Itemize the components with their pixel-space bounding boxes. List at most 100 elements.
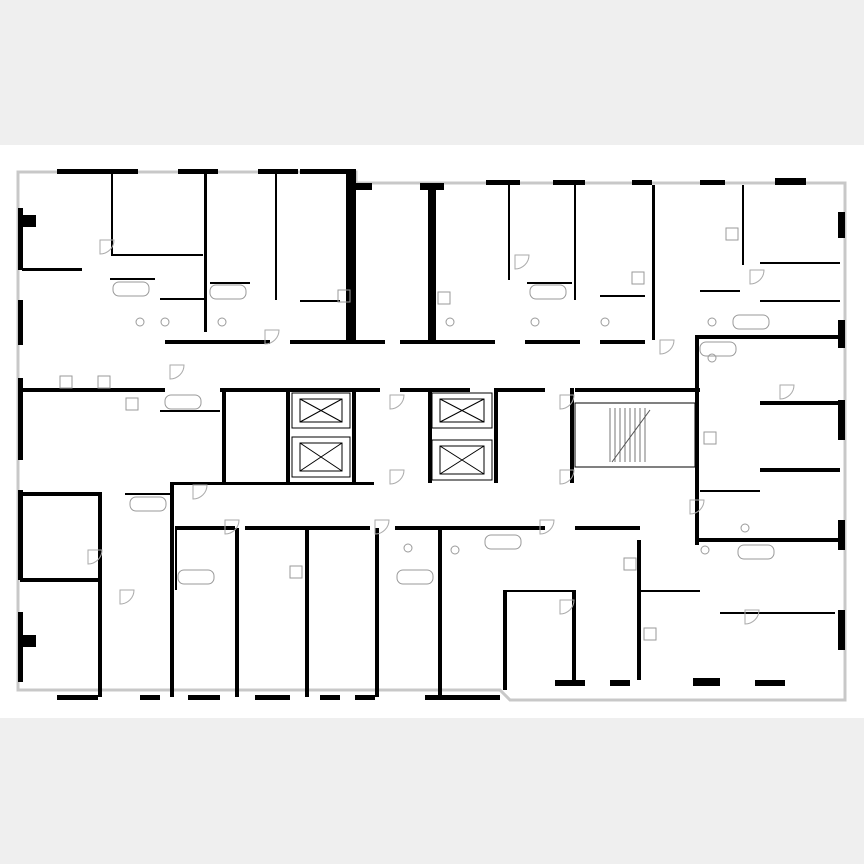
stove-icon [337, 289, 351, 303]
wall [693, 678, 720, 686]
door-swing-icon [192, 484, 208, 500]
wall [400, 340, 495, 344]
wall [503, 590, 507, 690]
stove-icon [631, 271, 645, 285]
door-swing-icon [374, 519, 390, 535]
elevator-shaft [431, 439, 493, 481]
toilet-icon [160, 317, 170, 327]
wall [188, 695, 220, 700]
wall [258, 169, 298, 174]
wall [57, 169, 138, 174]
partition [527, 282, 572, 284]
wall [555, 680, 585, 686]
toilet-icon [445, 317, 455, 327]
wall [486, 180, 520, 185]
wall [20, 388, 165, 392]
wall [255, 695, 290, 700]
wall [220, 388, 380, 392]
wall [320, 695, 340, 700]
wall [760, 401, 840, 405]
wall [305, 528, 309, 697]
wall [494, 388, 498, 483]
wall [346, 169, 356, 342]
wall [760, 468, 840, 472]
bathtub-icon [699, 341, 737, 357]
toilet-icon [530, 317, 540, 327]
stove-icon [703, 431, 717, 445]
wall [838, 610, 845, 650]
bathtub-icon [164, 394, 202, 410]
bathtub-icon [737, 544, 775, 560]
wall [57, 695, 98, 700]
wall [632, 180, 652, 185]
stove-icon [97, 375, 111, 389]
elevator-cross [439, 445, 485, 475]
door-swing-icon [389, 394, 405, 410]
elevator-shaft [431, 392, 493, 429]
bathtub-icon [177, 569, 215, 585]
wall [428, 183, 436, 342]
wall [98, 492, 102, 697]
partition [700, 290, 740, 292]
door-swing-icon [264, 329, 280, 345]
toilet-icon [600, 317, 610, 327]
elevator-shafts [291, 392, 493, 481]
door-swing-icon [559, 469, 575, 485]
elevator-cross [299, 398, 343, 423]
door-swing-icon [514, 254, 530, 270]
wall [695, 538, 845, 542]
partition [760, 262, 840, 264]
wall [495, 388, 545, 392]
elevator-shaft [291, 436, 351, 478]
elevator-cross [299, 442, 343, 472]
bathtub-icon [129, 496, 167, 512]
wall [610, 680, 630, 686]
stove-icon [725, 227, 739, 241]
wall [838, 520, 845, 550]
elevator-cross [439, 398, 485, 423]
elevator-icon [439, 398, 485, 423]
bathtub-icon [529, 284, 567, 300]
elevator-icon [439, 445, 485, 475]
partition [574, 185, 576, 300]
door-swing-icon [87, 549, 103, 565]
wall [175, 526, 235, 530]
partition [160, 298, 205, 300]
stove-icon [437, 291, 451, 305]
wall [174, 482, 374, 485]
bathtub-icon [209, 284, 247, 300]
wall [575, 526, 640, 530]
partition [275, 172, 277, 300]
fixtures [59, 227, 775, 641]
wall [300, 169, 356, 174]
wall [637, 540, 641, 680]
stair-arrow [611, 409, 651, 463]
door-swing-icon [169, 364, 185, 380]
door-swing-icon [539, 519, 555, 535]
stove-icon [623, 557, 637, 571]
wall [695, 335, 845, 339]
toilet-icon [135, 317, 145, 327]
wall [22, 215, 36, 227]
doors [87, 239, 795, 625]
wall [170, 482, 174, 697]
partition [125, 493, 170, 495]
wall [178, 169, 218, 174]
door-swing-icon [779, 384, 795, 400]
door-swing-icon [749, 269, 765, 285]
door-swing-icon [224, 519, 240, 535]
wall [838, 400, 845, 440]
wall [18, 612, 23, 682]
wall [775, 178, 806, 185]
wall [18, 300, 23, 345]
wall [755, 680, 785, 686]
door-swing-icon [119, 589, 135, 605]
wall [375, 528, 379, 697]
partition [720, 612, 835, 614]
partition [742, 185, 744, 265]
partition [640, 590, 700, 592]
toilet-icon [740, 523, 750, 533]
stove-icon [643, 627, 657, 641]
wall [395, 526, 545, 530]
